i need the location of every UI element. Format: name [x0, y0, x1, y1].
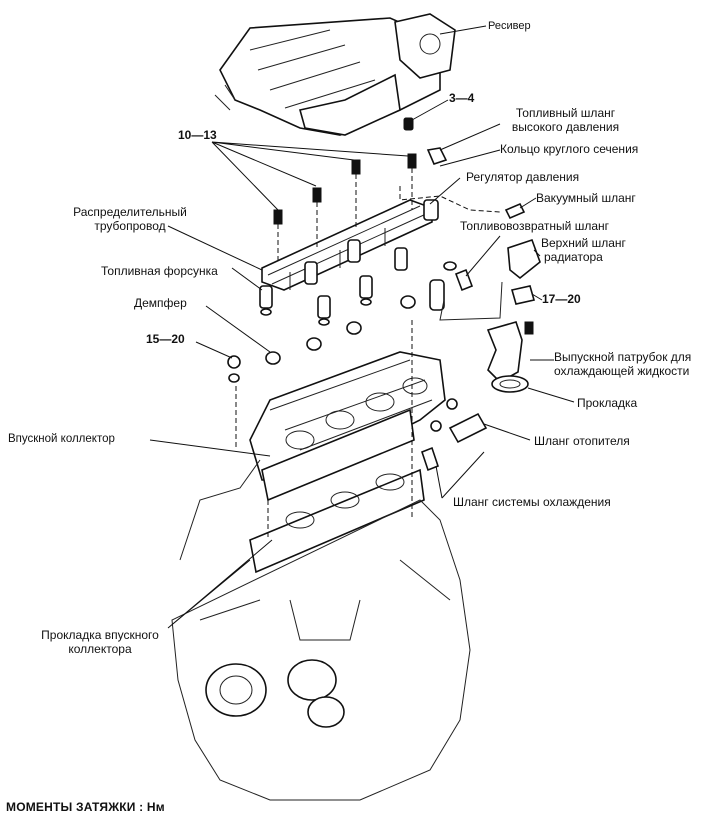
label-coolant-outlet-pipe-line2: охлаждающей жидкости	[554, 364, 690, 378]
label-distributor-pipe-line1: Распределительный	[73, 205, 187, 219]
fuel-rail-part	[261, 199, 433, 291]
label-intake-gasket-line2: коллектора	[68, 642, 132, 656]
label-heater-hose: Шланг отопителя	[534, 434, 630, 448]
label-torque-15-20: 15—20	[146, 332, 185, 346]
label-fuel-hose-line2: высокого давления	[511, 120, 620, 134]
label-distributor-pipe-line2: трубопровод	[94, 219, 166, 233]
torque-units-caption: МОМЕНТЫ ЗАТЯЖКИ : Нм	[6, 800, 165, 814]
label-upper-radiator-hose-line1: Верхний шланг	[541, 236, 626, 250]
intake-manifold-part	[235, 320, 446, 574]
label-intake-manifold-gasket: Прокладка впускного коллектора	[30, 628, 170, 656]
label-pressure-regulator: Регулятор давления	[466, 170, 580, 184]
label-fuel-return-hose: Топливовозвратный шланг	[460, 219, 610, 233]
label-intake-manifold: Впускной коллектор	[8, 433, 115, 445]
coolant-outlet-part	[486, 321, 529, 393]
label-coolant-hose: Шланг системы охлаждения	[453, 495, 611, 509]
label-torque-17-20: 17—20	[542, 292, 581, 306]
engine-block-part	[171, 459, 471, 801]
label-coolant-outlet-pipe: Выпускной патрубок для охлаждающей жидко…	[554, 350, 691, 378]
label-upper-radiator-hose-line2: радиатора	[544, 250, 603, 264]
label-torque-3-4: 3—4	[449, 91, 475, 105]
label-damper: Демпфер	[134, 296, 187, 310]
label-torque-10-13: 10—13	[178, 128, 217, 142]
label-intake-gasket-line1: Прокладка впускного	[41, 628, 159, 642]
label-vacuum-hose: Вакуумный шланг	[536, 191, 636, 205]
label-fuel-hose-high-pressure: Топливный шланг высокого давления	[498, 106, 633, 134]
label-distributor-pipe: Распределительный трубопровод	[60, 205, 200, 233]
bolts-part	[273, 117, 534, 335]
label-o-ring: Кольцо круглого сечения	[500, 142, 639, 156]
regulator-and-hoses-part	[399, 147, 541, 321]
leader-lines	[149, 25, 575, 629]
fuel-injectors-part	[259, 239, 408, 326]
label-fuel-hose-line1: Топливный шланг	[515, 106, 616, 120]
label-coolant-outlet-pipe-line1: Выпускной патрубок для	[554, 350, 692, 364]
label-fuel-injector: Топливная форсунка	[101, 264, 218, 278]
label-receiver: Ресивер	[488, 20, 531, 32]
receiver-part	[214, 13, 456, 136]
dampers-part	[227, 295, 416, 383]
coolant-hoses-part	[421, 398, 488, 472]
label-gasket: Прокладка	[577, 396, 638, 410]
label-upper-radiator-hose: Верхний шланг радиатора	[541, 236, 626, 264]
